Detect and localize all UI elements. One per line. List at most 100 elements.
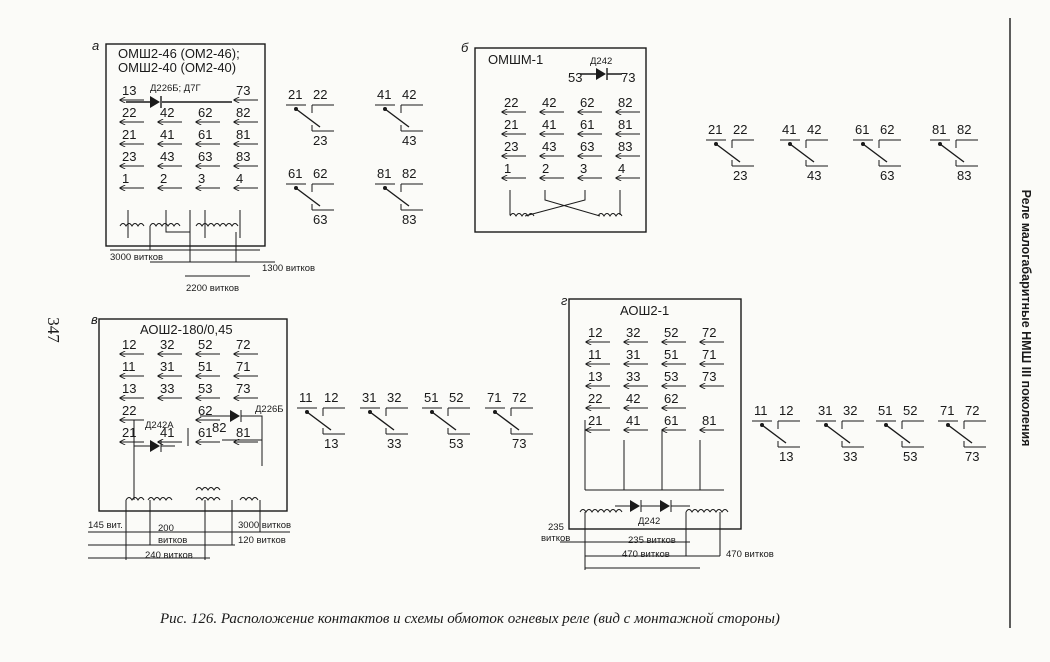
contact-label: 43 <box>402 133 416 148</box>
contact-label: 62 <box>880 122 894 137</box>
panel-v-coils <box>125 487 259 501</box>
contact-lever <box>715 143 741 163</box>
contact-lever <box>384 187 410 207</box>
panel-b-pin-73: 73 <box>621 70 635 85</box>
terminal-label: 82 <box>236 105 250 120</box>
panel-v-title: АОШ2-180/0,45 <box>140 322 233 337</box>
contact-lever <box>306 411 332 431</box>
contact-label: 31 <box>362 390 376 405</box>
winding-235-unit: витков <box>541 533 570 544</box>
terminal-label: 33 <box>626 369 640 384</box>
panel-v-diode2-icon <box>230 410 240 422</box>
winding-470-a: 470 витков <box>622 549 670 560</box>
contact-nc-line <box>878 160 901 167</box>
terminal-label: 21 <box>122 127 136 142</box>
contact-no-line <box>322 407 345 416</box>
contact-label: 51 <box>878 403 892 418</box>
contact-no-line <box>311 104 334 113</box>
terminal-label: 52 <box>664 325 678 340</box>
terminal-label: 83 <box>618 139 632 154</box>
panel-g-wiring <box>584 420 724 491</box>
winding-3000: 3000 витков <box>110 252 163 263</box>
contact-no-line <box>447 407 470 416</box>
terminal-label: 63 <box>198 149 212 164</box>
contact-label: 23 <box>313 133 327 148</box>
terminal-label: 71 <box>702 347 716 362</box>
panel-v-diode1-icon <box>150 440 160 452</box>
panel-v-diode2-label: Д226Б <box>255 404 284 415</box>
terminal-label: 61 <box>198 425 212 440</box>
terminal-label: 3 <box>198 171 205 186</box>
contact-no-line <box>777 420 800 429</box>
panel-a-dim-lines <box>110 249 275 263</box>
winding-200-unit: витков <box>158 535 187 546</box>
panel-g-diode-label: Д242 <box>638 516 660 527</box>
contact-label: 41 <box>782 122 796 137</box>
terminal-label: 61 <box>580 117 594 132</box>
panel-b-letter: б <box>461 40 469 55</box>
terminal-label: 32 <box>626 325 640 340</box>
contact-pivot <box>383 186 387 190</box>
panel-v-letter: в <box>91 312 98 327</box>
terminal-label: 13 <box>122 381 136 396</box>
winding-3000-v: 3000 витков <box>238 520 291 531</box>
panel-a-title1: ОМШ2-46 (ОМ2-46); <box>118 46 240 61</box>
contact-no-line <box>901 420 924 429</box>
terminal-label: 42 <box>160 105 174 120</box>
contact-label: 61 <box>288 166 302 181</box>
panel-a: а ОМШ2-46 (ОМ2-46); ОМШ2-40 (ОМ2-40) Д22… <box>92 38 315 294</box>
contact-pivot <box>714 142 718 146</box>
terminal-label: 83 <box>236 149 250 164</box>
panel-g-diode2-icon <box>660 500 670 512</box>
contact-lever <box>761 424 787 444</box>
terminal-label: 52 <box>198 337 212 352</box>
contact-nc-line <box>447 428 470 435</box>
contact-label: 13 <box>779 449 793 464</box>
contact-label: 72 <box>512 390 526 405</box>
terminal-label: 73 <box>702 369 716 384</box>
contact-nc-line <box>901 441 924 448</box>
contact-no-line <box>955 139 978 148</box>
terminal-label: 2 <box>542 161 549 176</box>
terminal-label: 62 <box>198 403 212 418</box>
terminal-label: 63 <box>580 139 594 154</box>
contact-no-line <box>510 407 533 416</box>
contact-label: 33 <box>387 436 401 451</box>
terminal-label: 21 <box>504 117 518 132</box>
terminal-label: 81 <box>702 413 716 428</box>
terminal-label: 81 <box>618 117 632 132</box>
winding-120: 120 витков <box>238 535 286 546</box>
panel-v-diode1-label: Д242А <box>145 420 174 431</box>
terminal-label: 51 <box>664 347 678 362</box>
contact-pivot <box>861 142 865 146</box>
panel-b-diode-icon <box>596 68 606 80</box>
contact-pivot <box>294 186 298 190</box>
contact-label: 32 <box>843 403 857 418</box>
terminal-label: 41 <box>626 413 640 428</box>
contact-label: 81 <box>377 166 391 181</box>
terminal-label: 72 <box>702 325 716 340</box>
winding-200: 200 <box>158 523 174 534</box>
terminal-label: 22 <box>504 95 518 110</box>
winding-235-b: 235 витков <box>628 535 676 546</box>
contact-lever <box>494 411 520 431</box>
terminal-label: 2 <box>160 171 167 186</box>
panel-v-box <box>98 318 288 512</box>
terminal-label: 62 <box>198 105 212 120</box>
contact-nc-line <box>385 428 408 435</box>
contact-no-line <box>385 407 408 416</box>
contact-no-line <box>311 183 334 192</box>
panel-v-pin-82: 82 <box>212 420 226 435</box>
contact-label: 61 <box>855 122 869 137</box>
contact-label: 32 <box>387 390 401 405</box>
contact-lever <box>295 187 321 207</box>
contact-label: 43 <box>807 168 821 183</box>
winding-470-b: 470 витков <box>726 549 774 560</box>
contact-lever <box>825 424 851 444</box>
contact-label: 22 <box>733 122 747 137</box>
